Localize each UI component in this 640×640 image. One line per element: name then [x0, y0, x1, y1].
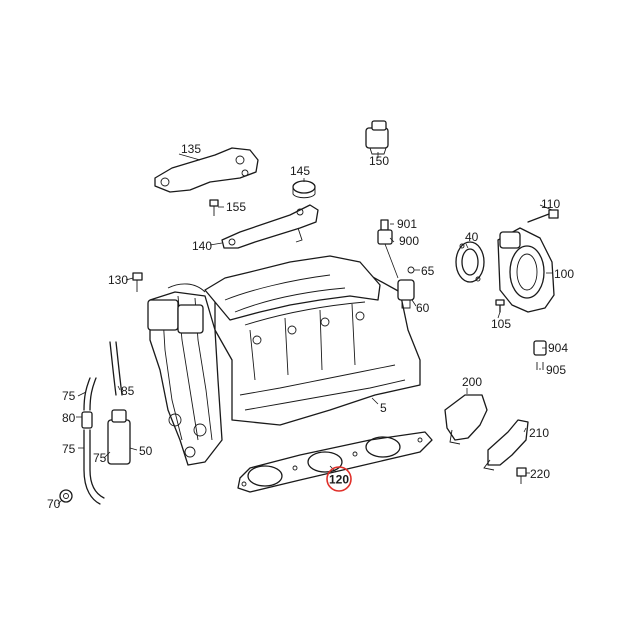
bolt-110-drawing [527, 209, 559, 223]
manifold-gasket-drawing [237, 431, 433, 493]
leader-lines [57, 152, 553, 505]
part-label-155[interactable]: 155 [226, 200, 246, 214]
part-label-110[interactable]: 110 [541, 197, 560, 211]
part-label-75-lower[interactable]: 75 [93, 451, 107, 465]
part-label-5[interactable]: 5 [380, 401, 387, 415]
part-label-75-upper[interactable]: 75 [62, 389, 76, 403]
part-label-901[interactable]: 901 [397, 217, 417, 231]
part-label-105[interactable]: 105 [491, 317, 511, 331]
sensor-150-drawing [365, 120, 389, 155]
bracket-140-drawing [221, 204, 319, 249]
cover-210-drawing [483, 419, 529, 471]
part-label-50[interactable]: 50 [139, 444, 153, 458]
part-label-75-middle[interactable]: 75 [62, 442, 76, 456]
highlight-callout-ring [326, 466, 352, 492]
part-label-80[interactable]: 80 [62, 411, 76, 425]
part-label-905[interactable]: 905 [546, 363, 566, 377]
bolt-220-drawing [516, 467, 527, 484]
part-label-220[interactable]: 220 [530, 467, 550, 481]
bolt-155-drawing [209, 199, 219, 216]
part-label-904[interactable]: 904 [548, 341, 568, 355]
sensor-60-drawing [397, 266, 415, 309]
bracket-135-drawing [154, 147, 259, 193]
bolt-105-drawing [495, 299, 505, 313]
bolt-130-drawing [132, 272, 143, 292]
part-label-60[interactable]: 60 [416, 301, 430, 315]
part-label-100[interactable]: 100 [554, 267, 574, 281]
part-label-140[interactable]: 140 [192, 239, 212, 253]
sensor-900-drawing [377, 219, 399, 279]
throttle-gasket-40-drawing [455, 241, 485, 283]
cap-145-drawing [292, 180, 316, 199]
part-label-900[interactable]: 900 [399, 234, 419, 248]
connector-904-drawing [533, 340, 547, 370]
intake-manifold-drawing [147, 255, 421, 466]
cover-200-drawing [444, 394, 488, 445]
throttle-body-100-drawing [497, 227, 555, 313]
part-labels: 135 150 145 155 140 901 900 110 40 100 6… [47, 142, 574, 511]
part-label-40[interactable]: 40 [465, 230, 479, 244]
part-label-85[interactable]: 85 [121, 384, 135, 398]
hose-assembly-drawing [59, 341, 131, 505]
part-label-70[interactable]: 70 [47, 497, 61, 511]
part-label-200[interactable]: 200 [462, 375, 482, 389]
part-label-130[interactable]: 130 [108, 273, 128, 287]
part-label-120[interactable]: 120 [329, 473, 349, 487]
part-label-150[interactable]: 150 [369, 154, 389, 168]
part-label-135[interactable]: 135 [181, 142, 201, 156]
part-label-65[interactable]: 65 [421, 264, 435, 278]
part-label-210[interactable]: 210 [529, 426, 549, 440]
part-label-145[interactable]: 145 [290, 164, 310, 178]
